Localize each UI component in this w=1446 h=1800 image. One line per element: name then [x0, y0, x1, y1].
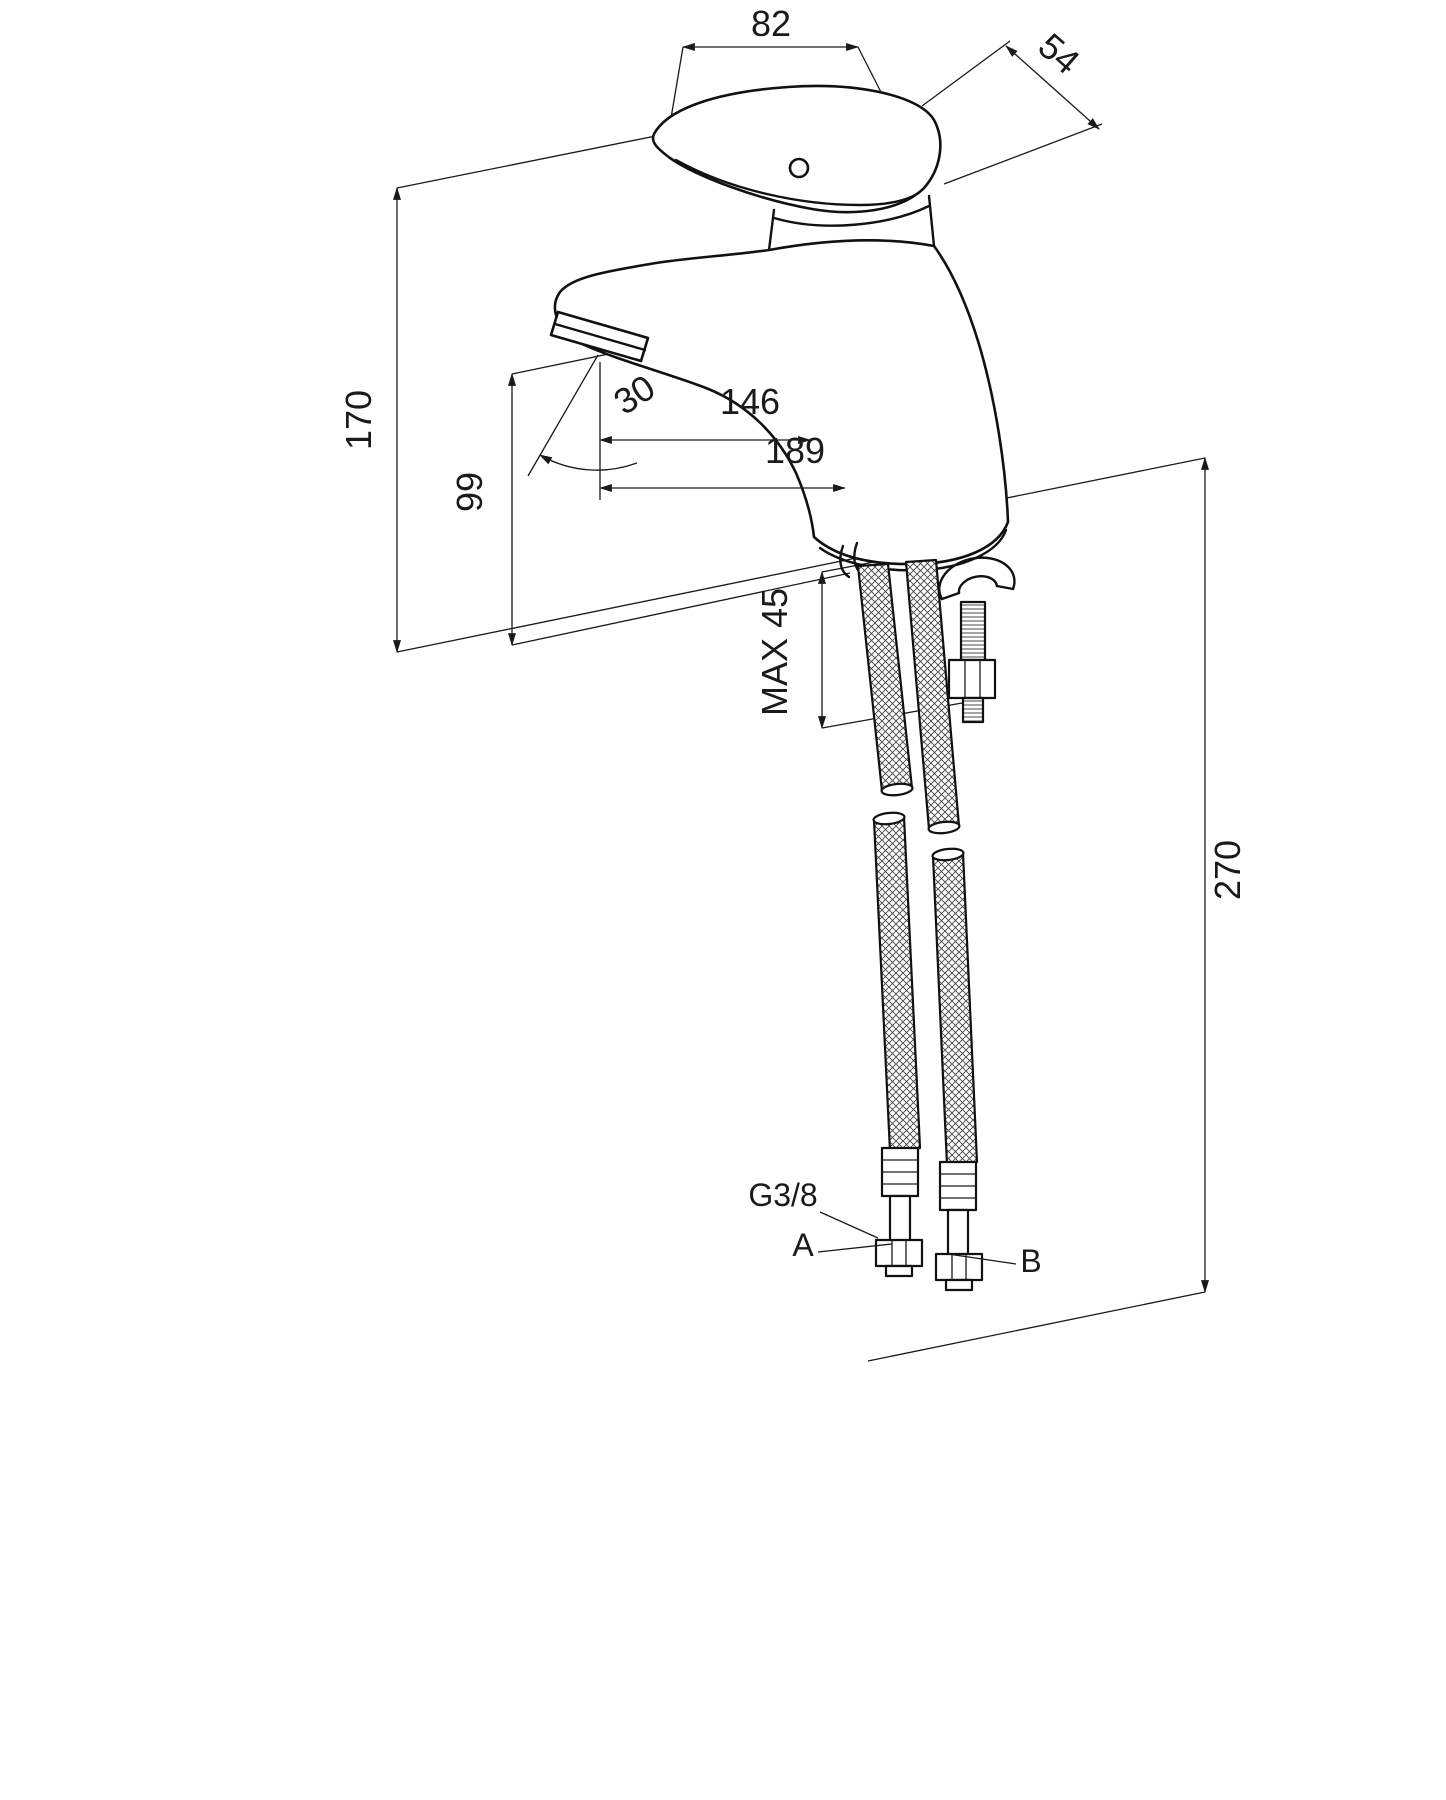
dim-handle-depth-label: 54: [1031, 25, 1088, 82]
stud-nut-facets: [964, 660, 981, 698]
leader-line-thread: [819, 1211, 879, 1239]
tube-left: [888, 1194, 912, 1244]
stud-tip: [961, 696, 985, 724]
angle-reference-line: [527, 354, 599, 477]
neck-left-edge: [767, 208, 776, 252]
hose-left-break-cap-top: [880, 782, 914, 797]
stud-bracket-inner: [957, 575, 999, 595]
ferrule-left-ridges: [882, 1159, 918, 1185]
faucet-body: [553, 238, 1010, 566]
stud-bracket-ends: [940, 584, 1015, 601]
hose-left-lower: [872, 815, 922, 1153]
dim-hose-length-label: 270: [1207, 840, 1248, 900]
leader-line-a: [817, 1243, 893, 1253]
stud-nut: [947, 658, 997, 700]
dim-spout-height-label: 99: [449, 472, 490, 512]
hose-right-break-cap-top: [927, 820, 961, 835]
hose-plane-bottom-edge: [867, 1291, 1206, 1362]
ext-line-depth-top: [921, 40, 1011, 107]
dimension-lines: [392, 42, 1210, 1294]
hose-a-label: A: [792, 1227, 814, 1263]
faucet: [549, 84, 1010, 579]
mounting-stud: [938, 556, 1016, 724]
handle-indicator-dot: [788, 157, 810, 179]
hose-right-break-cap-bottom: [931, 847, 965, 862]
faucet-handle: [651, 84, 942, 214]
height-plane-bottom-edge: [396, 555, 867, 653]
neck-seam-line: [772, 204, 931, 227]
stud-bracket-outer: [938, 556, 1016, 601]
hose-right-lower: [931, 851, 979, 1167]
hose-fittings: [874, 1146, 984, 1292]
hex-nut-right-facets: [951, 1254, 967, 1280]
neck-right-edge: [927, 194, 936, 248]
hex-nut-left: [874, 1238, 924, 1268]
handle-crease-line: [674, 158, 926, 207]
dim-total-reach-label: 189: [765, 430, 825, 471]
aerator-inner-line: [553, 322, 647, 352]
ext-line-depth-bottom: [943, 123, 1103, 185]
hose-b-label: B: [1020, 1243, 1041, 1279]
hose-left-break-cap-bottom: [872, 811, 906, 826]
tube-right: [946, 1208, 970, 1258]
dim-line-depth-54: [1005, 45, 1100, 130]
dim-spout-angle-label: 30: [606, 366, 662, 422]
ext-line-width-left: [669, 46, 684, 125]
nipple-right: [944, 1278, 974, 1292]
dim-spout-reach-label: 146: [720, 381, 780, 422]
dim-handle-width-label: 82: [751, 3, 791, 44]
reference-planes: [396, 40, 1206, 1362]
leader-line-b: [947, 1253, 1017, 1265]
angle-arc-30: [539, 454, 638, 471]
thread-size-label: G3/8: [748, 1177, 817, 1213]
dim-max-mount-label: MAX 45: [754, 588, 795, 716]
flex-hoses: [856, 558, 979, 1167]
dim-total-height-label: 170: [338, 390, 379, 450]
ferrule-right-ridges: [940, 1173, 976, 1199]
nipple-left: [884, 1264, 914, 1278]
hose-left-upper: [856, 562, 914, 793]
spout-plane-bottom-edge: [511, 572, 851, 646]
threaded-stud-rod: [959, 600, 987, 662]
